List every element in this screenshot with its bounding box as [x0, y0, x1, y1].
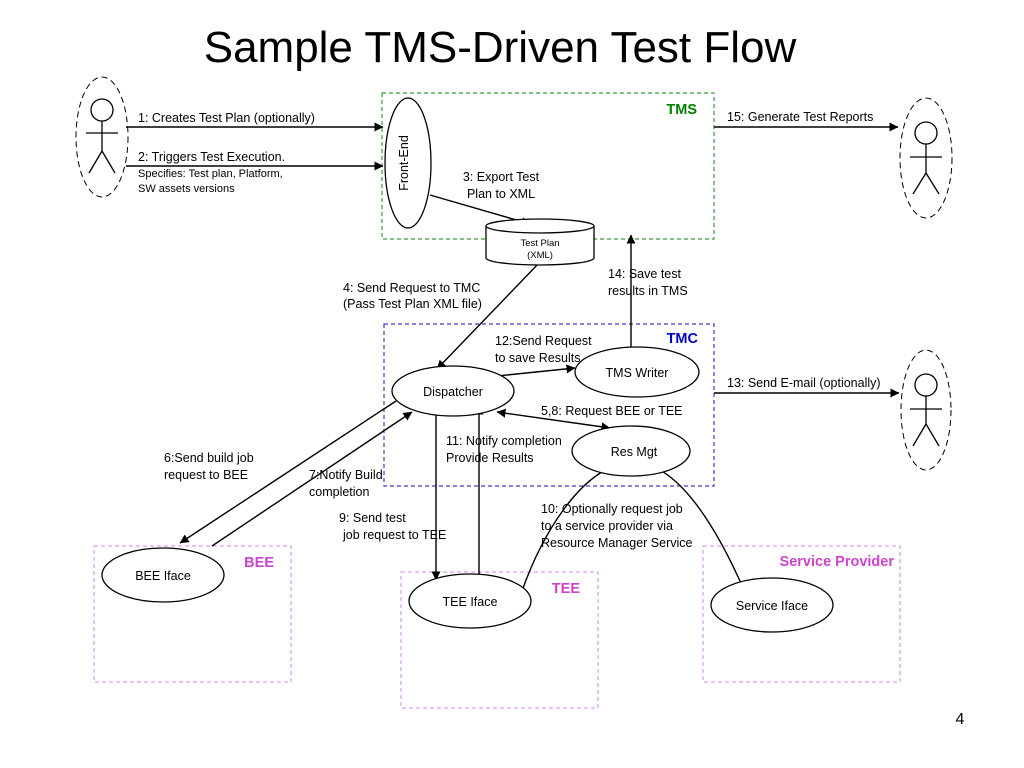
step-15-label: 15: Generate Test Reports	[727, 110, 873, 124]
step-14-label-line2: results in TMS	[608, 284, 688, 298]
step-10-label-line1: 10: Optionally request job	[541, 502, 683, 516]
service-iface-label: Service Iface	[736, 599, 808, 613]
bee-iface-label: BEE Iface	[135, 569, 191, 583]
step-7-label-line1: 7:Notify Build	[309, 468, 383, 482]
actor-user-left	[75, 76, 129, 198]
tms-zone-label: TMS	[666, 102, 697, 118]
actor-email-recipient	[900, 349, 952, 471]
step-9-label-line2: job request to TEE	[342, 528, 446, 542]
step-7-label-line2: completion	[309, 485, 369, 499]
res-mgt-label: Res Mgt	[611, 445, 658, 459]
slide-title: Sample TMS-Driven Test Flow	[204, 23, 797, 72]
tms-zone	[381, 92, 715, 240]
tms-writer-node[interactable]: TMS Writer	[574, 346, 700, 398]
front-end-label: Front-End	[397, 135, 411, 191]
step-12-label-line2: to save Results	[495, 351, 580, 365]
step-2-detail-line2: SW assets versions	[138, 183, 235, 195]
step-6-label-line2: request to BEE	[164, 468, 248, 482]
service-provider-zone	[702, 545, 901, 683]
front-end-node[interactable]: Front-End	[384, 97, 432, 229]
edge-4-send-request	[436, 261, 541, 370]
tmc-zone-label: TMC	[667, 331, 699, 347]
step-58-label: 5,8: Request BEE or TEE	[541, 404, 683, 418]
service-provider-zone-label: Service Provider	[780, 554, 895, 570]
edge-6-build-job	[179, 400, 397, 544]
page-number: 4	[956, 711, 965, 728]
test-plan-format-label: (XML)	[527, 250, 553, 261]
test-plan-label: Test Plan	[520, 238, 559, 249]
tmc-zone	[383, 323, 715, 487]
step-14-label-line1: 14: Save test	[608, 267, 681, 281]
res-mgt-node[interactable]: Res Mgt	[571, 425, 691, 477]
step-4-label-line1: 4: Send Request to TMC	[343, 281, 480, 295]
step-4-label-line2: (Pass Test Plan XML file)	[343, 297, 482, 311]
step-9-label-line1: 9: Send test	[339, 511, 406, 525]
actor-report-reader	[899, 97, 953, 219]
step-2-detail-line1: Specifies: Test plan, Platform,	[138, 168, 283, 180]
step-13-label: 13: Send E-mail (optionally)	[727, 376, 881, 390]
step-10-label-line3: Resource Manager Service	[541, 536, 693, 550]
step-3-label-line2: Plan to XML	[467, 187, 535, 201]
step-12-label-line1: 12:Send Request	[495, 334, 592, 348]
step-11-label-line1: 11: Notify completion	[446, 434, 562, 448]
step-11-label-line2: Provide Results	[446, 451, 534, 465]
step-3-label-line1: 3: Export Test	[463, 170, 540, 184]
dispatcher-node[interactable]: Dispatcher	[391, 365, 515, 417]
step-2-label: 2: Triggers Test Execution.	[138, 150, 285, 164]
edge-7-notify-build	[211, 411, 413, 547]
edge-3-export-plan	[429, 194, 531, 226]
tee-zone-label: TEE	[552, 581, 581, 597]
tee-zone	[400, 571, 599, 709]
bee-zone-label: BEE	[244, 555, 274, 571]
bee-zone	[93, 545, 292, 683]
edge-12-save-request	[496, 364, 576, 377]
tee-iface-node[interactable]: TEE Iface	[408, 573, 532, 629]
dispatcher-label: Dispatcher	[423, 385, 483, 399]
step-10-label-line2: to a service provider via	[541, 519, 673, 533]
bee-iface-node[interactable]: BEE Iface	[101, 547, 225, 603]
tms-writer-label: TMS Writer	[606, 366, 669, 380]
test-plan-xml-store[interactable]: Test Plan (XML)	[485, 218, 595, 266]
step-6-label-line1: 6:Send build job	[164, 451, 254, 465]
edge-58-request-bee-tee	[496, 408, 611, 432]
service-iface-node[interactable]: Service Iface	[710, 577, 834, 633]
tee-iface-label: TEE Iface	[443, 595, 498, 609]
step-1-label: 1: Creates Test Plan (optionally)	[138, 111, 315, 125]
